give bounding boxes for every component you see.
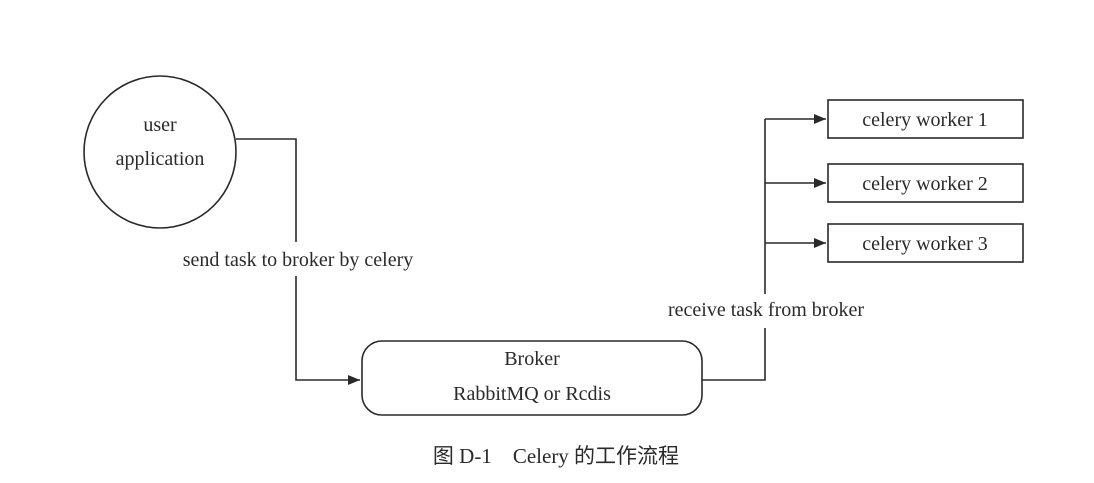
worker-node-1: celery worker 1 (827, 99, 1024, 139)
figure-caption: 图 D-1 Celery 的工作流程 (433, 444, 679, 468)
receive-trunk-line (702, 119, 766, 381)
broker-title: Broker (504, 348, 560, 370)
send-task-label-bg (155, 242, 445, 276)
user-application-label-line1: user (143, 114, 177, 136)
worker-1-box (827, 99, 1024, 139)
receive-task-label: receive task from broker (668, 299, 864, 321)
send-task-label: send task to broker by celery (183, 249, 413, 271)
user-application-circle (83, 75, 237, 229)
broker-subtitle: RabbitMQ or Rcdis (453, 383, 611, 405)
user-application-label-line2: application (116, 148, 205, 170)
receive-task-label-bg (642, 294, 890, 328)
broker-node: Broker RabbitMQ or Rcdis (361, 340, 703, 416)
broker-box (361, 340, 703, 416)
worker-3-label: celery worker 3 (862, 233, 988, 255)
worker-node-3: celery worker 3 (827, 223, 1024, 263)
worker-node-2: celery worker 2 (827, 163, 1024, 203)
user-application-node: user application (83, 75, 237, 229)
worker-1-label: celery worker 1 (862, 109, 988, 131)
worker-2-label: celery worker 2 (862, 173, 988, 195)
worker-3-box (827, 223, 1024, 263)
worker-2-box (827, 163, 1024, 203)
